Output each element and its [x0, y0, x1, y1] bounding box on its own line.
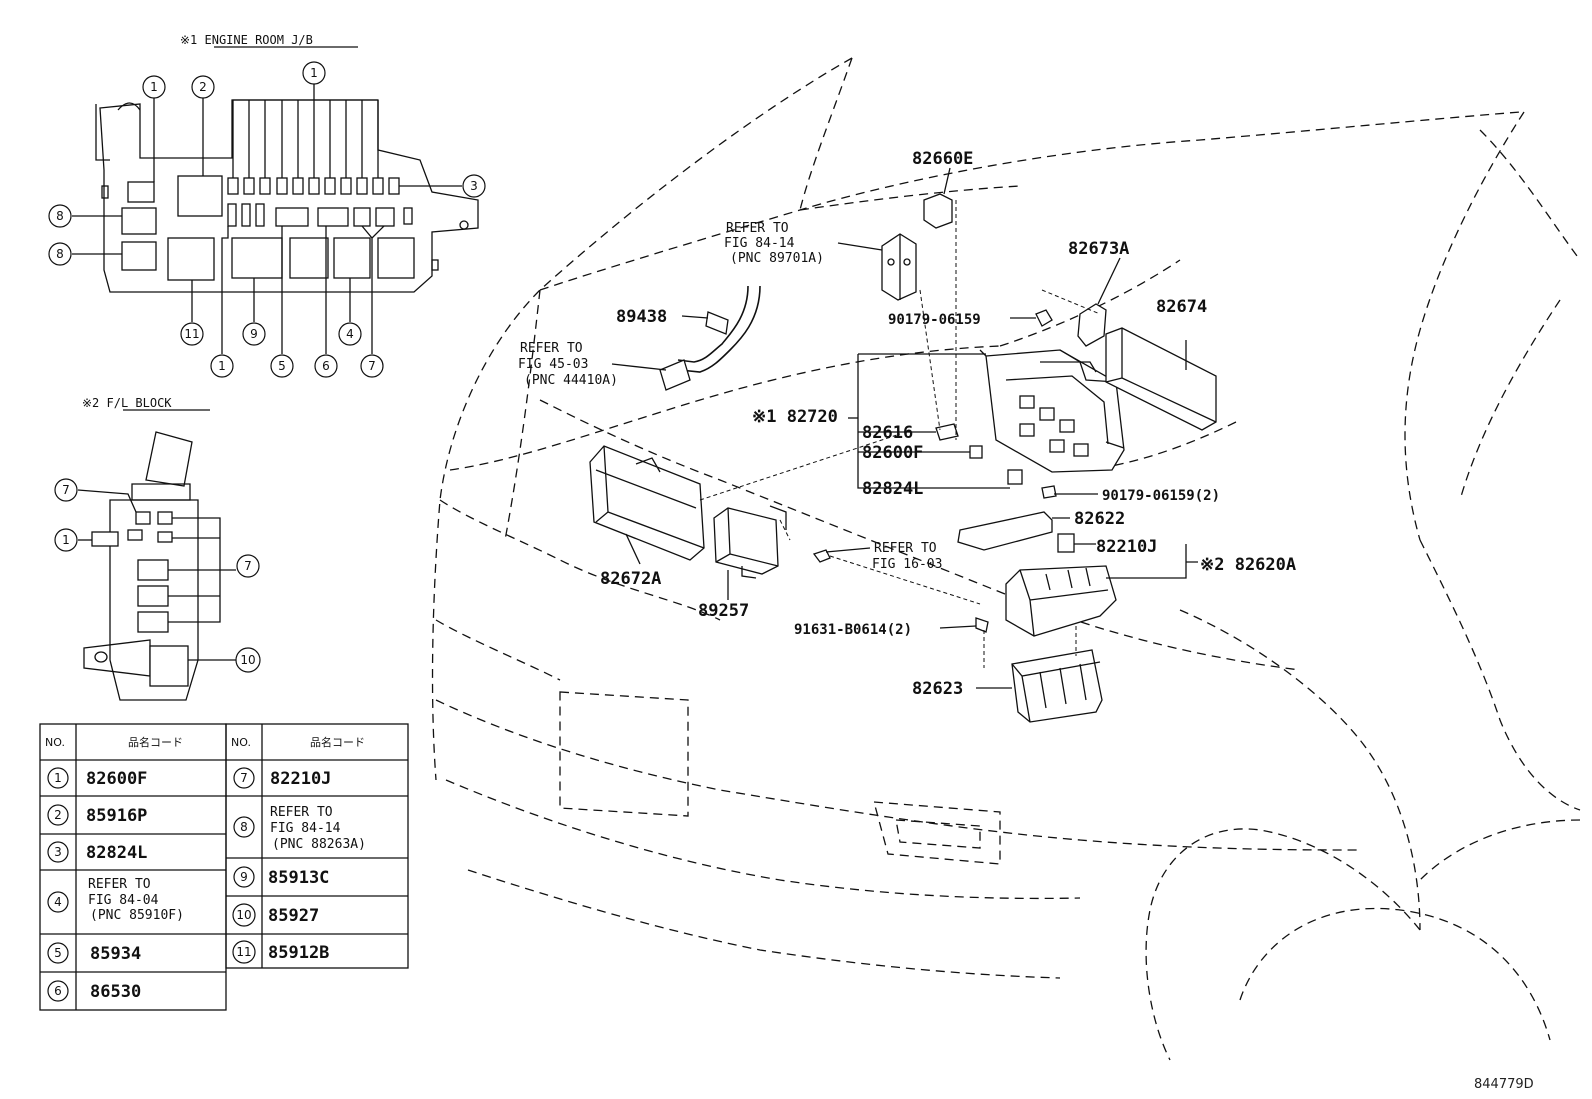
svg-text:REFER TO: REFER TO — [874, 541, 937, 556]
lower-case-82623 — [1011, 649, 1103, 723]
label-82824l: 82824L — [862, 479, 923, 499]
vehicle-outline — [431, 57, 1581, 1061]
label-89438: 89438 — [616, 307, 667, 327]
engine-room-jb-title: ※1 ENGINE ROOM J/B — [180, 33, 313, 47]
engine-room-jb-diagram: ※1 ENGINE ROOM J/B — [48, 33, 486, 378]
label-82210j: 82210J — [1096, 537, 1157, 557]
svg-text:2: 2 — [199, 80, 207, 94]
svg-text:(PNC 89701A): (PNC 89701A) — [730, 251, 824, 266]
svg-text:1: 1 — [54, 771, 62, 785]
refer-notes: REFER TO FIG 84-14 (PNC 89701A) REFER TO… — [518, 221, 942, 572]
svg-text:7: 7 — [62, 483, 70, 497]
label-82616: 82616 — [862, 423, 913, 443]
junction-block-82720 — [979, 349, 1125, 473]
svg-text:3: 3 — [470, 179, 478, 193]
figure-number: 844779D — [1474, 1077, 1534, 1092]
leader-lines — [699, 200, 1198, 689]
label-82672a: 82672A — [600, 569, 661, 589]
svg-text:NO.: NO. — [45, 736, 65, 749]
svg-text:86530: 86530 — [90, 982, 141, 1002]
svg-text:9: 9 — [250, 327, 258, 341]
connector-89701a — [837, 233, 917, 301]
label-82720: ※1 82720 — [752, 407, 838, 427]
fl-block-diagram: ※2 F/L BLOCK 7 1 7 10 — [54, 396, 261, 701]
label-82660e: 82660E — [912, 149, 973, 169]
svg-text:85912B: 85912B — [268, 943, 329, 963]
label-82674: 82674 — [1156, 297, 1207, 317]
table-cell-refer-line: (PNC 88263A) — [272, 837, 366, 852]
table-cell-refer-line: (PNC 85910F) — [90, 908, 184, 923]
svg-text:11: 11 — [236, 945, 251, 959]
label-82620a: ※2 82620A — [1200, 555, 1296, 575]
svg-text:7: 7 — [240, 771, 248, 785]
label-91631: 91631-B0614(2) — [794, 622, 912, 638]
svg-text:(PNC 44410A): (PNC 44410A) — [524, 373, 618, 388]
svg-text:REFER TO: REFER TO — [520, 341, 583, 356]
svg-text:8: 8 — [56, 247, 64, 261]
table-cell-refer-line: FIG 84-14 — [270, 821, 341, 836]
part-82660e — [923, 167, 953, 229]
svg-text:85927: 85927 — [268, 906, 319, 926]
relay-89257 — [713, 505, 787, 600]
label-82623: 82623 — [912, 679, 963, 699]
sensor-89438 — [659, 285, 761, 391]
label-82622: 82622 — [1074, 509, 1125, 529]
callout-circles-fl: 7 1 7 10 — [54, 478, 261, 673]
svg-text:10: 10 — [240, 653, 255, 667]
svg-text:6: 6 — [54, 984, 62, 998]
part-labels: 82660E 82673A 82674 89438 90179-06159 ※1… — [600, 149, 1296, 699]
svg-text:REFER TO: REFER TO — [726, 221, 789, 236]
table-cell-refer-line: FIG 84-04 — [88, 893, 159, 908]
cover-82674 — [1105, 327, 1217, 431]
svg-text:82210J: 82210J — [270, 769, 331, 789]
svg-text:85934: 85934 — [90, 944, 141, 964]
svg-text:85916P: 85916P — [86, 806, 147, 826]
small-parts — [812, 309, 1075, 633]
svg-text:4: 4 — [54, 895, 62, 909]
svg-text:85913C: 85913C — [268, 868, 329, 888]
svg-text:82824L: 82824L — [86, 843, 147, 863]
table-cell-refer-line: REFER TO — [88, 877, 151, 892]
parts-table: NO. 品名コード NO. 品名コード 1 82600F 2 85916P 3 … — [39, 723, 409, 1011]
svg-text:10: 10 — [236, 908, 251, 922]
bracket-82673a — [1077, 257, 1121, 347]
svg-text:FIG 84-14: FIG 84-14 — [724, 236, 795, 251]
svg-text:5: 5 — [278, 359, 286, 373]
svg-text:1: 1 — [62, 533, 70, 547]
table-cell-refer-line: REFER TO — [270, 805, 333, 820]
svg-text:8: 8 — [240, 820, 248, 834]
svg-text:8: 8 — [56, 209, 64, 223]
svg-text:7: 7 — [368, 359, 376, 373]
svg-text:FIG 45-03: FIG 45-03 — [518, 357, 588, 372]
label-89257: 89257 — [698, 601, 749, 621]
svg-text:1: 1 — [150, 80, 158, 94]
svg-text:NO.: NO. — [231, 736, 251, 749]
svg-text:6: 6 — [322, 359, 330, 373]
svg-text:7: 7 — [244, 559, 252, 573]
svg-text:82600F: 82600F — [86, 769, 147, 789]
svg-text:1: 1 — [218, 359, 226, 373]
label-82600f: 82600F — [862, 443, 923, 463]
svg-text:1: 1 — [310, 66, 318, 80]
svg-text:11: 11 — [184, 327, 199, 341]
svg-text:9: 9 — [240, 870, 248, 884]
label-90179-a: 90179-06159 — [888, 312, 981, 328]
svg-text:4: 4 — [346, 327, 354, 341]
svg-text:品名コード: 品名コード — [310, 735, 365, 749]
svg-text:FIG 16-03: FIG 16-03 — [872, 557, 942, 572]
label-82673a: 82673A — [1068, 239, 1129, 259]
svg-text:5: 5 — [54, 946, 62, 960]
fl-block-title: ※2 F/L BLOCK — [82, 396, 172, 410]
fl-block-82620a — [1005, 565, 1117, 637]
callout-circles-ejb: 1 2 1 3 8 8 11 9 1 5 6 4 7 — [48, 61, 486, 378]
label-90179-b: 90179-06159(2) — [1102, 488, 1220, 504]
svg-text:3: 3 — [54, 845, 62, 859]
svg-text:2: 2 — [54, 808, 62, 822]
cover-82672a — [589, 445, 705, 565]
svg-text:品名コード: 品名コード — [128, 735, 183, 749]
